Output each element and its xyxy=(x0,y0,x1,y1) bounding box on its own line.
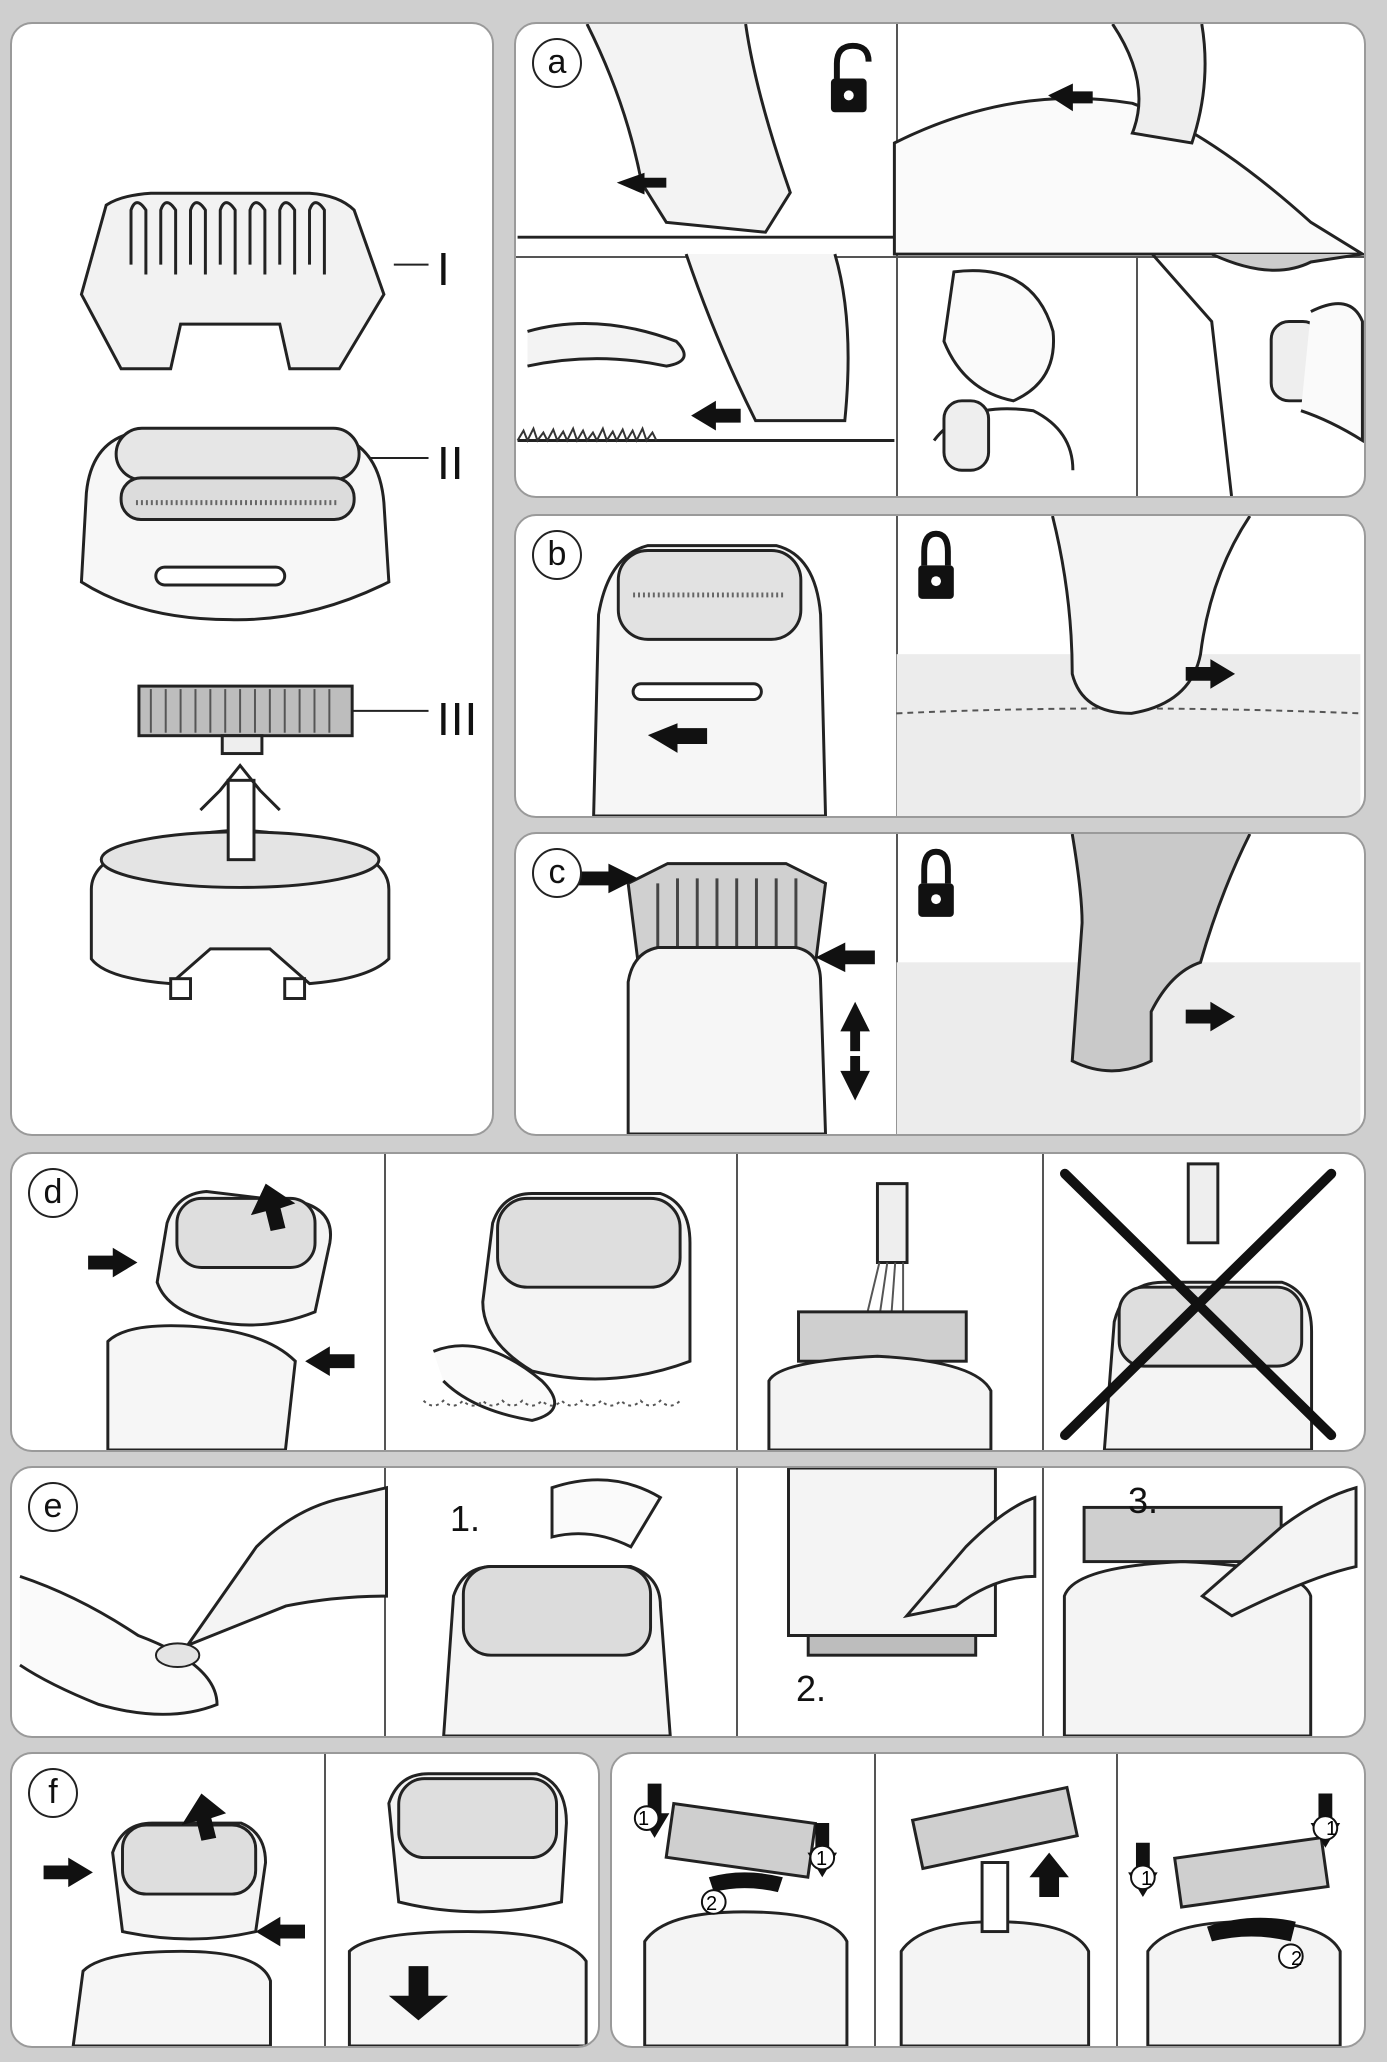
arrow-icon xyxy=(691,400,741,431)
divider xyxy=(1042,1154,1044,1450)
divider xyxy=(736,1154,738,1450)
callout-1: 1. xyxy=(450,1498,481,1539)
circled-1-label: 1 xyxy=(816,1848,828,1870)
step-b-illustration xyxy=(592,516,1361,816)
divider xyxy=(1042,1468,1044,1736)
step-f-cutter-panel: 1 1 2 1 1 2 xyxy=(610,1752,1366,2048)
arrow-icon xyxy=(1185,659,1236,689)
part-label-2: II xyxy=(437,437,465,489)
step-a-panel: a xyxy=(514,22,1366,498)
step-b-badge: b xyxy=(532,530,582,580)
step-f-badge: f xyxy=(28,1768,78,1818)
circled-2-label: 2 xyxy=(706,1893,718,1915)
arrow-icon xyxy=(1048,83,1093,112)
arrow-icon xyxy=(815,942,875,973)
divider xyxy=(324,1754,326,2046)
arrow-icon xyxy=(578,863,639,894)
step-f-illustration-left xyxy=(43,1772,588,2046)
step-e-panel: e 1. 2. 3. xyxy=(10,1466,1366,1738)
divider xyxy=(896,24,898,496)
part-label-1: I xyxy=(437,243,451,295)
drive-base xyxy=(89,763,391,1000)
arrow-icon xyxy=(305,1346,355,1376)
arrow-icon xyxy=(181,1793,227,1841)
callout-3: 3. xyxy=(1128,1480,1159,1521)
step-c-illustration xyxy=(578,834,1361,1134)
divider xyxy=(1136,256,1138,496)
circled-1-label: 1 xyxy=(1326,1818,1338,1840)
divider xyxy=(736,1468,738,1736)
divider xyxy=(1116,1754,1118,2046)
parts-panel: I II III xyxy=(10,22,494,1136)
lock-icon xyxy=(918,848,954,917)
step-f-panel: f xyxy=(10,1752,600,2048)
cross-icon xyxy=(1059,1168,1337,1441)
step-a-illustration xyxy=(516,24,1364,496)
circled-2-label: 2 xyxy=(1291,1948,1303,1970)
circled-1-label: 1 xyxy=(1141,1868,1153,1890)
circled-number-icon xyxy=(633,1805,1339,1970)
divider xyxy=(384,1468,386,1736)
step-d-panel: d xyxy=(10,1152,1366,1452)
callout-2: 2. xyxy=(796,1668,827,1709)
step-d-badge: d xyxy=(28,1168,78,1218)
step-e-illustration xyxy=(19,1468,1358,1736)
arrow-icon xyxy=(88,1247,138,1278)
arrow-icon xyxy=(43,1857,93,1888)
step-d-illustration xyxy=(88,1162,1337,1450)
part-label-3: III xyxy=(437,693,479,745)
cutter-block xyxy=(137,684,354,756)
step-e-badge: e xyxy=(28,1482,78,1532)
arrow-icon xyxy=(840,1001,870,1052)
step-b-panel: b xyxy=(514,514,1366,818)
unlock-icon xyxy=(830,42,872,113)
step-c-panel: c xyxy=(514,832,1366,1136)
arrow-icon xyxy=(388,1966,449,2021)
divider xyxy=(874,1754,876,2046)
arrow-icon xyxy=(647,723,708,753)
arrow-icon xyxy=(840,1056,870,1101)
lock-icon xyxy=(918,530,954,599)
shaver-head xyxy=(79,426,391,622)
step-a-badge: a xyxy=(532,38,582,88)
arrow-icon xyxy=(1029,1852,1069,1898)
circled-1-label: 1 xyxy=(638,1808,650,1830)
step-c-badge: c xyxy=(532,848,582,898)
parts-illustration xyxy=(79,191,429,1000)
arrow-icon xyxy=(1185,1001,1236,1032)
arrow-icon xyxy=(616,172,667,195)
comb-attachment xyxy=(79,191,386,371)
step-f-illustration-right xyxy=(633,1783,1342,2046)
divider xyxy=(516,256,1364,258)
arrow-icon xyxy=(255,1916,305,1947)
divider xyxy=(384,1154,386,1450)
arrow-icon xyxy=(250,1183,296,1231)
